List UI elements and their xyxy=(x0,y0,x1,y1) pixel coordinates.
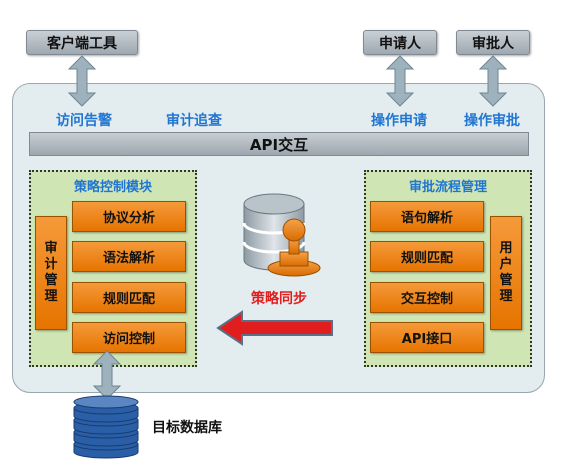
protocol-analysis-label: 协议分析 xyxy=(102,211,155,226)
client-tools-label: 客户端工具 xyxy=(47,35,117,52)
policy-sync-left-arrow-icon xyxy=(216,310,333,346)
database-stamp-icon xyxy=(242,193,321,277)
interaction-control-box: 交互控制 xyxy=(370,282,484,313)
statement-parsing-box: 语句解析 xyxy=(370,201,484,232)
syntax-parsing-box: 语法解析 xyxy=(72,241,186,272)
api-interface-label: API接口 xyxy=(401,332,453,347)
rule-matching-box: 规则匹配 xyxy=(72,282,186,313)
policy-sync-label: 策略同步 xyxy=(251,291,307,307)
approver-double-arrow-icon xyxy=(478,55,508,107)
target-database-label: 目标数据库 xyxy=(152,420,222,436)
audit-char: 审 xyxy=(44,241,58,256)
access-alert-label: 访问告警 xyxy=(56,113,112,129)
audit-char: 计 xyxy=(44,257,58,272)
operation-approval-label: 操作审批 xyxy=(464,113,520,129)
statement-parsing-label: 语句解析 xyxy=(400,211,453,226)
api-interaction-label: API交互 xyxy=(249,135,309,154)
user-char: 管 xyxy=(499,273,513,288)
policy-control-title: 策略控制模块 xyxy=(73,180,152,195)
access-control-box: 访问控制 xyxy=(72,322,186,353)
approver-box: 审批人 xyxy=(456,30,530,55)
right-rule-matching-label: 规则匹配 xyxy=(400,251,453,266)
user-char: 用 xyxy=(499,241,513,256)
syntax-parsing-label: 语法解析 xyxy=(102,251,155,266)
protocol-analysis-box: 协议分析 xyxy=(72,201,186,232)
right-rule-matching-box: 规则匹配 xyxy=(370,241,484,272)
api-interaction-bar: API交互 xyxy=(29,132,529,156)
user-char: 理 xyxy=(499,289,513,304)
user-management-box: 用 户 管 理 xyxy=(490,216,522,330)
audit-trace-label: 审计追查 xyxy=(166,113,222,129)
audit-char: 管 xyxy=(44,273,58,288)
access-control-label: 访问控制 xyxy=(102,332,155,347)
api-interface-box: API接口 xyxy=(370,322,484,353)
operation-request-label: 操作申请 xyxy=(371,113,427,129)
applicant-label: 申请人 xyxy=(379,35,421,52)
db-double-arrow-icon xyxy=(92,350,122,400)
interaction-control-label: 交互控制 xyxy=(400,292,453,307)
target-database-icon xyxy=(73,395,139,459)
client-double-arrow-icon xyxy=(67,55,97,107)
audit-management-box: 审 计 管 理 xyxy=(35,216,67,330)
audit-char: 理 xyxy=(44,289,58,304)
approval-flow-title: 审批流程管理 xyxy=(408,180,487,195)
applicant-double-arrow-icon xyxy=(385,55,415,107)
user-char: 户 xyxy=(499,257,513,272)
rule-matching-label: 规则匹配 xyxy=(102,292,155,307)
client-tools-box: 客户端工具 xyxy=(26,30,138,55)
approver-label: 审批人 xyxy=(472,35,514,52)
applicant-box: 申请人 xyxy=(363,30,437,55)
